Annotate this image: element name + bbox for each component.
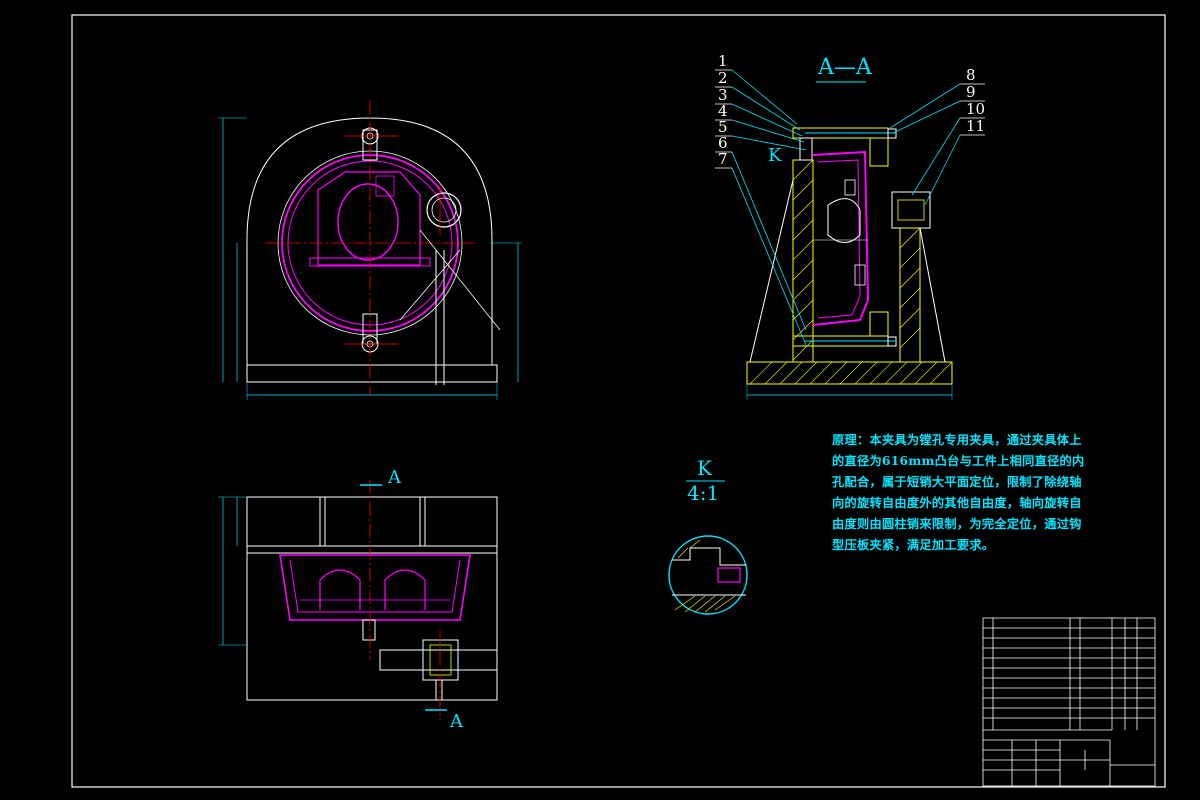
cut-label-top: A — [387, 467, 402, 488]
callout-6: 6 — [718, 134, 728, 152]
top-view — [218, 480, 498, 720]
callout-10: 10 — [966, 100, 985, 118]
detail-scale: 4:1 — [687, 481, 719, 505]
callout-2: 2 — [718, 69, 728, 87]
detail-title: K — [697, 456, 713, 480]
title-block — [982, 617, 1156, 787]
callout-4: 4 — [718, 102, 728, 120]
detail-marker-k: K — [768, 145, 782, 166]
callout-1: 1 — [718, 52, 728, 70]
sheet-border — [71, 14, 1166, 788]
front-view — [218, 100, 522, 400]
callout-11: 11 — [966, 117, 985, 135]
section-view — [746, 127, 953, 400]
section-title: A—A — [817, 55, 873, 80]
detail-k-view — [668, 535, 748, 615]
callouts-left: 1 2 3 4 5 6 7 — [718, 52, 728, 168]
callout-8: 8 — [966, 66, 976, 84]
cut-label-bottom: A — [449, 711, 464, 732]
callout-9: 9 — [966, 83, 976, 101]
callouts-right: 8 9 10 11 — [966, 66, 985, 135]
callout-5: 5 — [718, 118, 728, 136]
callout-7: 7 — [718, 150, 728, 168]
principle-note: 原理：本夹具为镗孔专用夹具，通过夹具体上的直径为616mm凸台与工件上相同直径的… — [832, 433, 1085, 552]
callout-3: 3 — [718, 86, 728, 104]
